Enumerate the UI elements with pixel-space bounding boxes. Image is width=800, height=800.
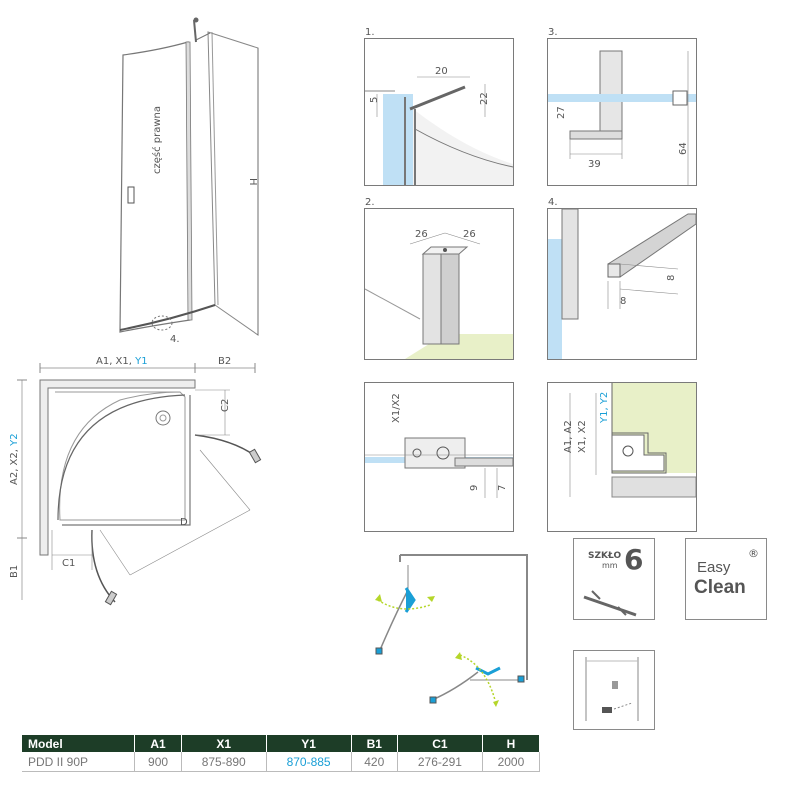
cell-x1: 875-890 <box>181 752 267 772</box>
detail-1-width: 20 <box>435 66 448 77</box>
detail-3-h1: 27 <box>556 106 567 119</box>
detail-1-small: 5 <box>369 97 380 103</box>
door-detail-thumbnail <box>573 650 655 730</box>
easy-text: Easy <box>697 559 731 576</box>
door-height-label: H <box>247 178 258 186</box>
cell-c1: 276-291 <box>397 752 483 772</box>
detail-5-panel: X1/X2 9 7 <box>364 382 514 532</box>
glass-thickness-badge: SZKŁO mm 6 <box>573 538 655 620</box>
glass-unit: mm <box>602 561 618 570</box>
cell-b1: 420 <box>351 752 398 772</box>
detail-4-number: 4. <box>548 197 558 208</box>
door-side-label: część prawna <box>151 106 163 174</box>
easy-clean-badge: Easy Clean ® <box>685 538 767 620</box>
col-y1: Y1 <box>266 735 352 752</box>
door-detail-ref: 4. <box>170 334 180 345</box>
detail-5-label: X1/X2 <box>391 393 402 423</box>
cell-y1: 870-885 <box>266 752 352 772</box>
plan-top-label-blue: Y1 <box>134 356 147 367</box>
cell-h: 2000 <box>482 752 541 772</box>
cell-a1: 900 <box>134 752 182 772</box>
cell-model: PDD II 90P <box>22 752 136 772</box>
plan-left-bottom-label: B1 <box>9 565 20 578</box>
plan-left-label-blue: Y2 <box>9 433 20 446</box>
detail-3-h2: 64 <box>678 142 689 155</box>
detail-3-number: 3. <box>548 27 558 38</box>
registered-mark: ® <box>748 547 759 560</box>
plan-top-label: A1, X1, <box>96 356 135 367</box>
detail-4-a: 8 <box>666 275 677 281</box>
spec-table-header: Model A1 X1 Y1 B1 C1 H <box>22 735 541 752</box>
detail-4-panel: 8 8 <box>547 208 697 360</box>
detail-4-b: 8 <box>620 296 626 307</box>
detail-2-number: 2. <box>365 197 375 208</box>
glass-value: 6 <box>624 543 644 576</box>
detail-1-panel: 20 22 5 <box>364 38 514 186</box>
glass-word: SZKŁO <box>588 551 622 561</box>
detail-5-a: 9 <box>469 485 480 491</box>
detail-1-height: 22 <box>479 92 490 105</box>
plan-left-label: A2, X2, <box>9 446 20 485</box>
col-b1: B1 <box>351 735 398 752</box>
plan-d-label: D <box>180 517 188 528</box>
table-row: PDD II 90P 900 875-890 870-885 420 276-2… <box>22 752 541 772</box>
detail-2-panel: 26 26 <box>364 208 514 360</box>
detail-3-width: 39 <box>588 159 601 170</box>
detail-6-label1: A1, A2 <box>563 420 574 453</box>
svg-text:A1, X1, Y1: A1, X1, Y1 <box>96 356 148 367</box>
detail-3-panel: 27 39 64 <box>547 38 697 186</box>
plan-top-right-label: B2 <box>218 356 231 367</box>
detail-2-w2: 26 <box>463 229 476 240</box>
detail-6-label2: Y1, Y2 <box>599 392 610 424</box>
detail-6-panel: A1, A2 X1, X2 Y1, Y2 <box>547 382 697 532</box>
detail-2-w1: 26 <box>415 229 428 240</box>
col-h: H <box>482 735 541 752</box>
detail-5-b: 7 <box>497 485 508 491</box>
col-model: Model <box>22 735 136 752</box>
plan-c1-label: C1 <box>62 558 75 569</box>
detail-6-label1b: X1, X2 <box>577 420 588 453</box>
svg-text:A2, X2, Y2: A2, X2, Y2 <box>9 433 20 485</box>
spec-table: Model A1 X1 Y1 B1 C1 H PDD II 90P 900 87… <box>22 735 541 772</box>
col-x1: X1 <box>181 735 267 752</box>
plan-c2-label: C2 <box>220 399 231 412</box>
detail-1-number: 1. <box>365 27 375 38</box>
col-a1: A1 <box>134 735 182 752</box>
clean-text: Clean <box>694 577 746 598</box>
col-c1: C1 <box>397 735 483 752</box>
